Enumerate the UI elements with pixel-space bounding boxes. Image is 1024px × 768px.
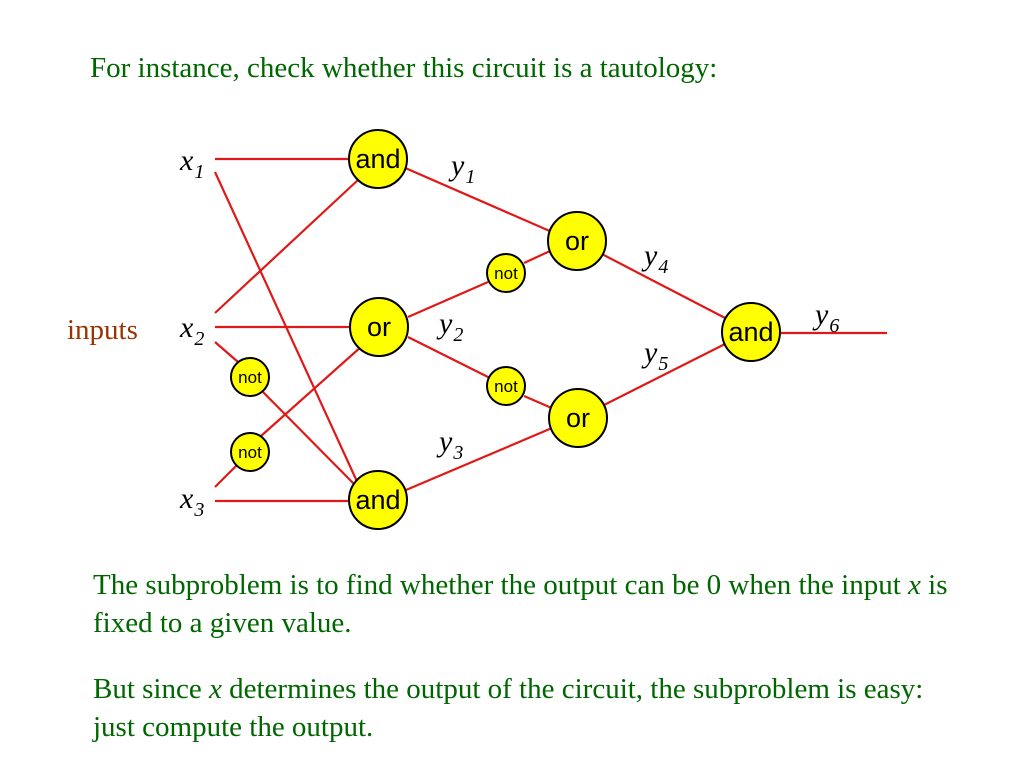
var-x1: x1 xyxy=(179,144,204,183)
var-y1: y1 xyxy=(448,149,475,188)
gate-label: or xyxy=(566,403,590,433)
gate-and-bottom: and xyxy=(348,470,408,530)
wire-not-or-mid xyxy=(260,345,363,437)
wire-y1 xyxy=(402,165,553,234)
gate-not-x3: not xyxy=(230,432,270,472)
gate-label: or xyxy=(367,312,391,342)
paragraph-conclusion: But since x determines the output of the… xyxy=(93,673,924,743)
var-y2: y2 xyxy=(436,307,463,346)
var-y4: y4 xyxy=(641,239,668,278)
slide-title: For instance, check whether this circuit… xyxy=(90,52,718,84)
gate-and-top: and xyxy=(348,129,408,189)
wire-not-down-or xyxy=(523,394,555,411)
wire-y3 xyxy=(405,426,553,492)
gate-or-right-top: or xyxy=(547,211,607,271)
var-y5: y5 xyxy=(641,336,668,375)
gate-label: and xyxy=(355,485,400,515)
wire-x2-and-top xyxy=(214,179,359,314)
gate-label: not xyxy=(494,377,518,396)
var-x3: x3 xyxy=(179,482,204,521)
wire-x3-not xyxy=(214,464,238,488)
gate-label: not xyxy=(238,368,262,387)
gate-label: and xyxy=(728,317,773,347)
var-x-inline: x xyxy=(209,673,222,705)
var-x2: x2 xyxy=(179,311,204,350)
var-y3: y3 xyxy=(436,425,463,464)
gate-or-mid: or xyxy=(349,297,409,357)
gate-label: and xyxy=(355,144,400,174)
wires xyxy=(214,157,887,503)
gate-and-final: and xyxy=(721,302,781,362)
gate-or-right-bottom: or xyxy=(548,388,608,448)
wire-y2-down xyxy=(407,336,491,379)
wire-y4 xyxy=(597,251,730,321)
wire-not-up-or xyxy=(523,250,551,264)
gate-label: not xyxy=(238,443,262,462)
paragraph-subproblem: The subproblem is to find whether the ou… xyxy=(93,569,948,639)
gate-not-y2-up: not xyxy=(486,253,526,293)
inputs-label: inputs xyxy=(67,314,138,346)
gate-not-x2: not xyxy=(230,357,270,397)
var-x-inline: x xyxy=(908,569,921,601)
wire-y2-up xyxy=(407,280,489,319)
var-y6: y6 xyxy=(812,298,839,337)
gate-label: not xyxy=(494,264,518,283)
wire-not-and-bottom xyxy=(262,391,357,487)
gate-label: or xyxy=(565,226,589,256)
wire-y5 xyxy=(601,342,728,407)
wire-x2-not xyxy=(214,341,239,363)
wire-x1-and-bottom xyxy=(214,171,361,489)
gate-not-y2-down: not xyxy=(486,366,526,406)
